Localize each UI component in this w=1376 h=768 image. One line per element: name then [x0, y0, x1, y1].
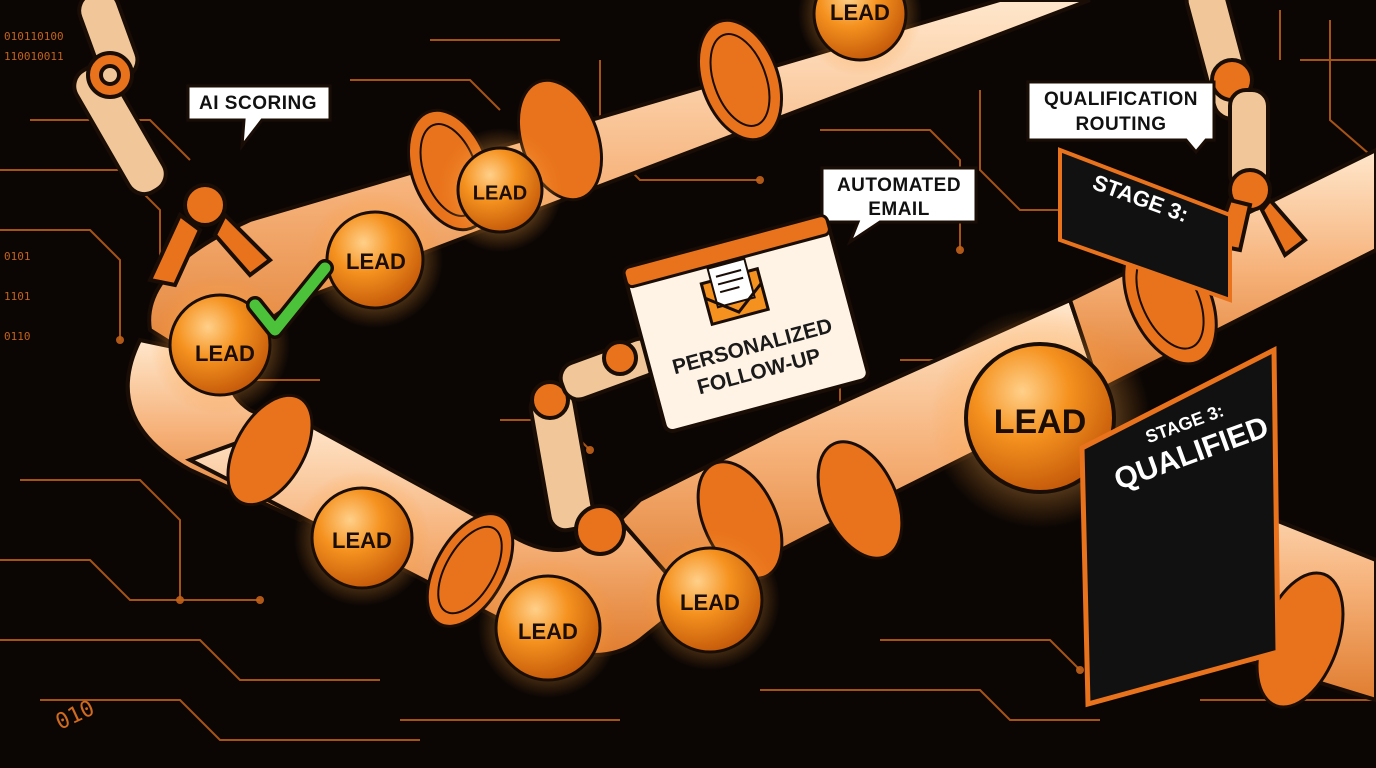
stage-sign-front: STAGE 3: QUALIFIED	[1079, 345, 1281, 708]
lead-label: LEAD	[830, 0, 890, 25]
lead-label: LEAD	[332, 528, 392, 553]
lead-ball-highlighted	[964, 342, 1116, 494]
callout-ai-scoring: AI SCORING	[186, 84, 332, 151]
lead-ball	[494, 574, 602, 682]
lead-label: LEAD	[518, 619, 578, 644]
callout-qualification-line2: ROUTING	[1075, 114, 1166, 135]
lead-label: LEAD	[195, 341, 255, 366]
lead-ball	[456, 146, 544, 234]
callout-qualification-routing: QUALIFICATION ROUTING	[1026, 80, 1216, 155]
robot-arm-right	[1184, 0, 1308, 259]
robot-arm-left	[72, 0, 274, 288]
envelope-icon	[699, 257, 771, 327]
svg-text:1101: 1101	[4, 290, 31, 303]
svg-text:010110100: 010110100	[4, 30, 64, 43]
lead-ball	[168, 293, 272, 397]
callout-automated-email-line1: AUTOMATED	[837, 175, 961, 196]
robot-arm-center	[528, 336, 661, 556]
svg-text:0110: 0110	[4, 330, 31, 343]
lead-ball	[656, 546, 764, 654]
svg-text:110010011: 110010011	[4, 50, 64, 63]
circuit-traces	[0, 10, 1376, 741]
lead-label: LEAD	[473, 182, 527, 204]
stage-sign-back: STAGE 3:	[1058, 147, 1232, 303]
lead-label: LEAD	[346, 249, 406, 274]
email-card: PERSONALIZED FOLLOW-UP	[622, 214, 870, 434]
callout-ai-scoring-text: AI SCORING	[199, 93, 317, 114]
lead-ball	[812, 0, 908, 62]
svg-text:0101: 0101	[4, 250, 31, 263]
lead-label: LEAD	[680, 590, 740, 615]
lead-ball	[310, 486, 414, 590]
callout-automated-email: AUTOMATED EMAIL	[820, 166, 978, 246]
callout-automated-email-line2: EMAIL	[868, 199, 930, 220]
lead-label: LEAD	[994, 403, 1087, 441]
callout-qualification-line1: QUALIFICATION	[1044, 89, 1198, 110]
